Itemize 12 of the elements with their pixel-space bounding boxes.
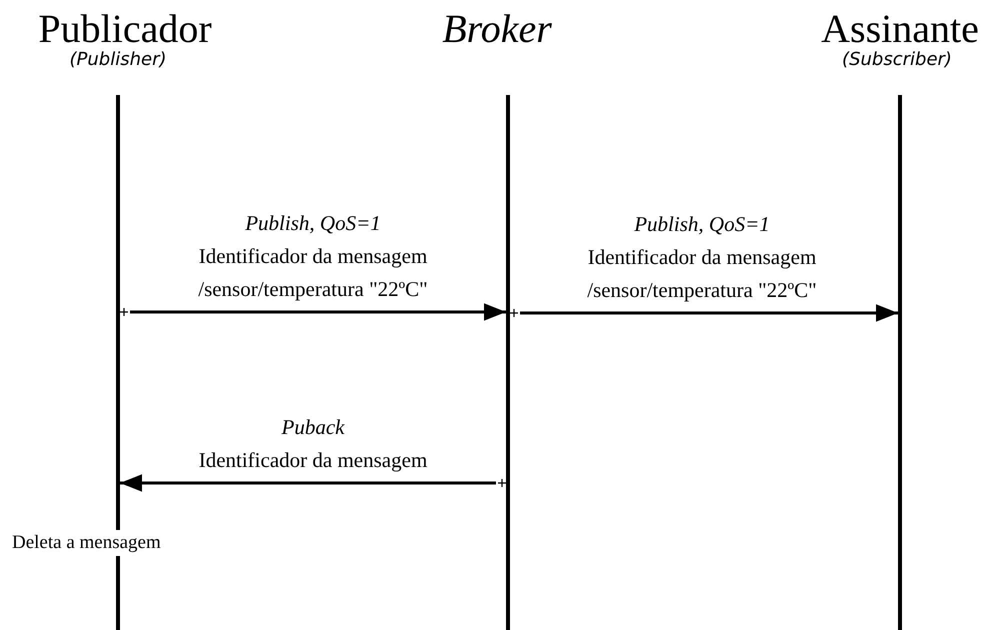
participant-name: Publicador	[38, 7, 212, 51]
message-arrow	[507, 304, 898, 322]
message-arrow	[120, 474, 509, 492]
participant-name: Broker	[442, 7, 552, 51]
message-label: Publish, QoS=1 Identificador da mensagem /sensor/temperatura "22ºC"	[197, 210, 429, 303]
participant-subtitle: (Publisher)	[70, 49, 166, 71]
participant-name: Assinante	[821, 7, 979, 51]
participant-subtitle: (Subscriber)	[842, 49, 952, 71]
message-label: Puback Identificador da mensagem	[198, 414, 428, 474]
message-arrow	[117, 303, 506, 321]
note-text: Deleta a mensagem	[12, 530, 161, 556]
message-label: Publish, QoS=1 Identificador da mensagem /sensor/temperatura "22ºC"	[586, 211, 818, 304]
